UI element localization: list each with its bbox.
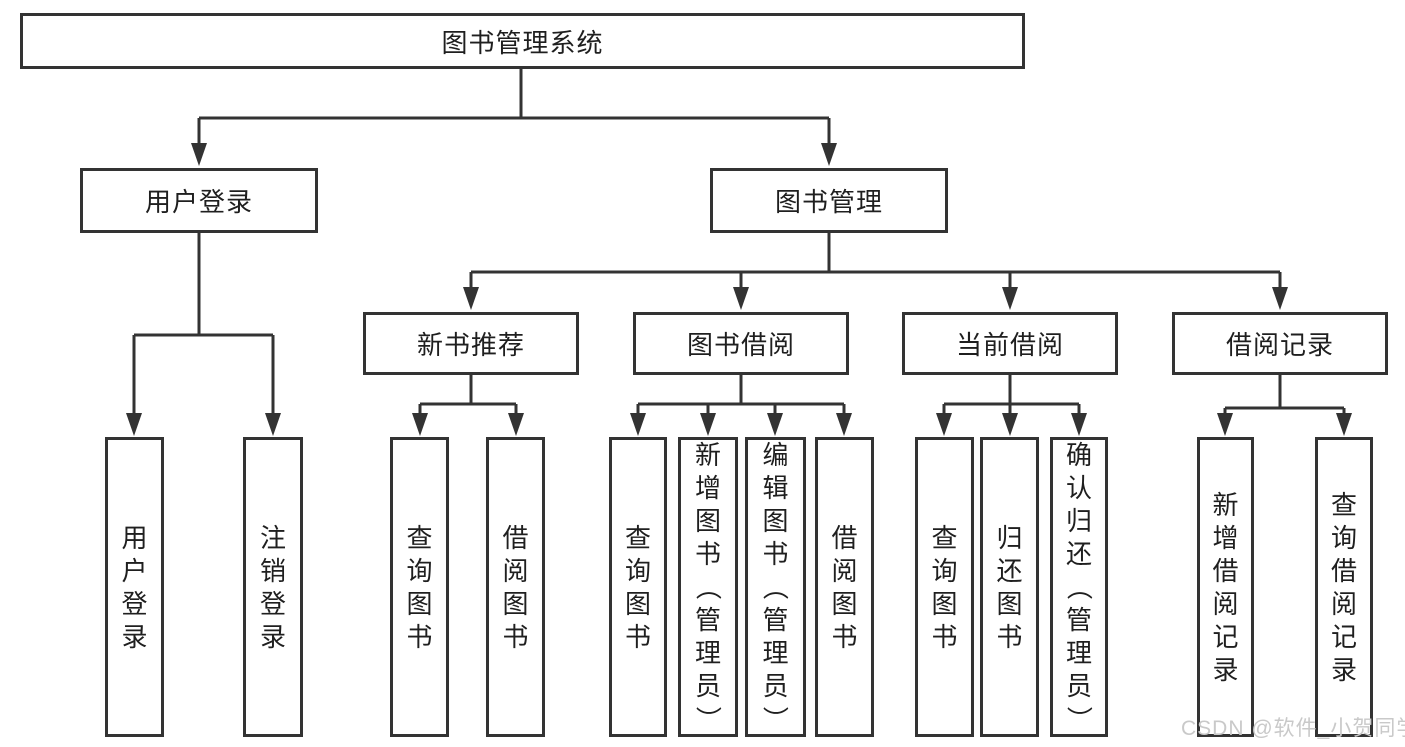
csdn-watermark: CSDN @软件_小贺同学 [1181,717,1405,740]
node-user-login-label: 用户登录 [144,187,253,217]
node-new-book-recommend: 新书推荐 [363,312,579,375]
leaf-query-borrow-record: 查询借阅记录 [1315,437,1373,737]
node-current-borrow: 当前借阅 [902,312,1118,375]
node-book-management: 图书管理 [710,168,948,233]
node-library-system: 图书管理系统 [20,13,1025,69]
leaf-query-books-1-label: 查询图书 [406,522,433,652]
leaf-logout-label: 注销登录 [259,522,286,652]
leaf-return-books: 归还图书 [980,437,1039,737]
connector-borrow-record-children [1223,375,1346,428]
arrowheads [126,143,1352,436]
node-book-borrow: 图书借阅 [633,312,849,375]
leaf-query-books-2-label: 查询图书 [624,522,651,652]
leaf-query-books-1: 查询图书 [390,437,449,737]
leaf-edit-book-admin: 编辑图书（管理员） [745,437,806,737]
leaf-confirm-return-admin: 确认归还（管理员） [1050,437,1108,737]
leaf-add-borrow-record: 新增借阅记录 [1197,437,1254,737]
connector-book-borrow-children [636,375,846,428]
leaf-user-login: 用户登录 [105,437,164,737]
node-user-login: 用户登录 [80,168,318,233]
connector-book-mgmt-to-level3 [469,233,1282,302]
connector-root-to-level2 [197,68,831,158]
connector-new-book-children [418,375,518,428]
connector-user-login-children [132,233,275,428]
leaf-user-login-label: 用户登录 [121,522,148,652]
leaf-edit-book-admin-label: 编辑图书（管理员） [760,440,791,733]
node-new-book-recommend-label: 新书推荐 [416,330,525,360]
node-borrow-records: 借阅记录 [1172,312,1388,375]
leaf-query-books-3-label: 查询图书 [931,522,958,652]
leaf-query-books-3: 查询图书 [915,437,974,737]
leaf-add-borrow-record-label: 新增借阅记录 [1212,489,1239,685]
leaf-add-book-admin-label: 新增图书（管理员） [692,440,723,733]
leaf-borrow-books-1-label: 借阅图书 [502,522,529,652]
node-borrow-records-label: 借阅记录 [1225,330,1334,360]
leaf-query-borrow-record-label: 查询借阅记录 [1330,489,1357,685]
leaf-borrow-books-2: 借阅图书 [815,437,874,737]
node-current-borrow-label: 当前借阅 [955,330,1064,360]
leaf-query-books-2: 查询图书 [609,437,667,737]
node-book-borrow-label: 图书借阅 [686,330,795,360]
leaf-add-book-admin: 新增图书（管理员） [678,437,738,737]
node-book-management-label: 图书管理 [774,187,883,217]
leaf-borrow-books-2-label: 借阅图书 [831,522,858,652]
leaf-logout: 注销登录 [243,437,303,737]
leaf-confirm-return-admin-label: 确认归还（管理员） [1063,440,1094,733]
leaf-borrow-books-1: 借阅图书 [486,437,545,737]
leaf-return-books-label: 归还图书 [996,522,1023,652]
node-library-system-label: 图书管理系统 [441,27,604,58]
